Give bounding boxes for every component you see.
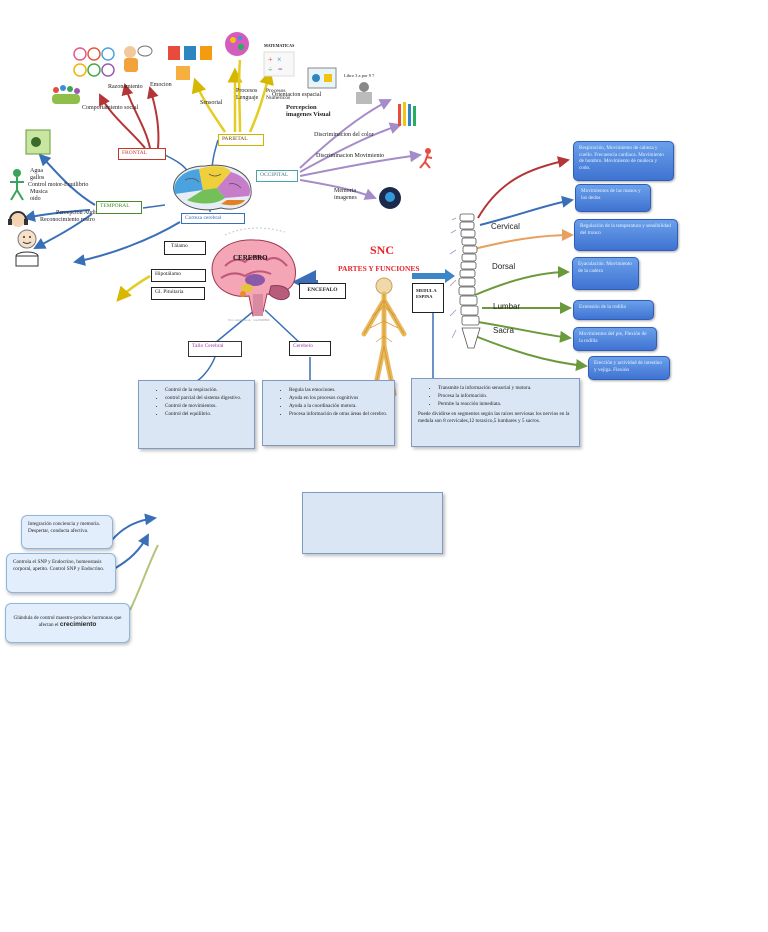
temporal-reconocimiento-label: Reconocimiento rostro	[40, 217, 95, 223]
pituitaria-description-highlight: crecimiento	[59, 620, 97, 628]
talamo-description-box: Integración conciencia y memoria. Desper…	[21, 515, 113, 549]
sensory-hands-icon	[168, 46, 216, 86]
head-memory-icon	[378, 186, 402, 210]
tallo-function-item: Control de la respiración.	[165, 387, 248, 394]
running-figure-icon	[414, 146, 438, 172]
medula-functions-panel: Transmite la información sensorial y mot…	[411, 378, 580, 447]
spine-image	[448, 210, 488, 360]
temporal-lobe-box: TEMPORAL	[96, 201, 142, 214]
spine-box-sacra-2: Erección y actividad de intestino y veji…	[588, 356, 670, 380]
cerebro-label: CEREBRO	[233, 254, 268, 262]
cerebelo-function-item: Procesa información de otras áreas del c…	[289, 411, 388, 418]
orientation-chart-icon	[306, 66, 338, 94]
medula-note: Puede dividirse en segmentos según las r…	[418, 411, 570, 424]
cerebelo-functions-panel: Regula las emociones. Ayuda en los proce…	[262, 380, 395, 446]
spine-box-lumbar-1: Eyaculación. Movimiento de la cadera	[572, 257, 639, 290]
pituitaria-box: Gl. Pituitaria	[151, 287, 205, 300]
math-symbols-icon: + × ÷ =	[262, 48, 296, 78]
cerebelo-function-item: Ayuda a la coordinación motora.	[289, 403, 388, 410]
svg-text:=: =	[278, 65, 283, 74]
brain-sagittal-image	[205, 236, 301, 322]
color-pencils-icon	[396, 98, 418, 130]
tallo-function-item: Control del equilibrio.	[165, 411, 248, 418]
face-icon	[16, 228, 38, 250]
cortex-box: Corteza cerebral	[181, 213, 245, 224]
tallo-functions-panel: Control de la respiración. control parci…	[138, 380, 255, 449]
cerebelo-box: Cerebelo	[289, 341, 331, 356]
cerebelo-function-item: Ayuda en los procesos cognitivos	[289, 395, 388, 402]
occipital-memoria-label: Memoria imagenes	[334, 188, 357, 201]
frontal-comportamiento-label: Comportamiento social	[82, 105, 139, 111]
headphones-person-icon	[6, 208, 30, 232]
cerebelo-function-item: Regula las emociones.	[289, 387, 388, 394]
colorful-head-icon	[222, 30, 252, 58]
occipital-discriminacion-mov-label: Discriminacion Movimiento	[316, 153, 385, 159]
occipital-discriminacion-color-label: Discriminacion del color	[314, 132, 374, 138]
frontal-emocion-label: Emocion	[150, 82, 172, 88]
parietal-matematicas-label: MATEMATICAS	[264, 43, 295, 48]
group-people-icon	[50, 82, 82, 108]
temporal-percepcion-auditiva-label: Percepcion Auditiva	[56, 210, 105, 216]
tallo-cerebral-box: Tallo Cerebral	[188, 341, 242, 357]
snc-title: SNC	[370, 243, 395, 257]
spine-box-dorsal: Regulación de la temperatura y sensibili…	[574, 219, 678, 251]
brain-lobes-image	[165, 160, 257, 216]
parietal-procesos-lenguaje-label: Procesos Lenguaje	[236, 88, 259, 101]
pituitaria-description-text: Glándula de control maestro-produce horm…	[13, 615, 122, 628]
occipital-orientacion-label: Orientacion espacial	[272, 92, 322, 98]
medula-espinal-box: MEDUL A ESPINA	[412, 283, 444, 313]
pituitaria-description-box: Glándula de control maestro-produce horm…	[5, 603, 130, 643]
stick-figure-icon	[6, 168, 28, 202]
occipital-percepcion-label: Percepcion imagenes Visual	[286, 104, 331, 118]
frontal-lobe-box: FRONTAL	[118, 148, 166, 160]
temporal-musica-label: Musica	[30, 189, 48, 195]
nervous-system-figure	[356, 276, 412, 398]
frontal-razonamiento-label: Razonamiento	[108, 84, 143, 90]
parietal-sensorial-label: Sensorial	[200, 100, 223, 106]
parietal-procesos-numericos-label: Procesos Numericos	[266, 88, 291, 101]
svg-text:÷: ÷	[268, 65, 273, 74]
drum-icon	[14, 248, 40, 270]
tallo-function-item: Control de movimientos.	[165, 403, 248, 410]
spine-box-cervical-1: Respiración, Movimiento de cabeza y cuel…	[573, 141, 674, 181]
empty-panel	[302, 492, 443, 554]
svg-text:×: ×	[277, 55, 282, 64]
spine-box-sacra-1: Movimientos del pie, Flexión de la rodil…	[573, 327, 657, 351]
temporal-oido-label: oido	[30, 196, 41, 202]
temporal-agua-label: Agua	[30, 168, 43, 174]
cartoon-board-icon	[24, 128, 52, 158]
snc-subtitle: PARTES Y FUNCIONES	[338, 264, 420, 273]
medula-function-item: Transmite la información sensorial y mot…	[438, 385, 573, 392]
occipital-libro-label: Libro 3 a por 9 7	[344, 73, 375, 78]
spine-cervical-label: Cervical	[491, 222, 520, 231]
svg-text:+: +	[268, 55, 273, 64]
thinking-person-icon	[118, 42, 154, 78]
reading-person-icon	[350, 80, 378, 106]
parietal-lobe-box: PARIETAL	[218, 134, 264, 146]
hipotalamo-description-box: Controla el SNP y Endocrino, homeostasis…	[6, 553, 116, 593]
talamo-box: Tálamo	[164, 241, 206, 255]
temporal-gallos-label: gallos	[30, 175, 45, 181]
spine-sacra-label: Sacra	[493, 326, 514, 335]
spine-box-cervical-2: Movimientos de las manos y los dedos	[575, 184, 651, 212]
medula-function-item: Permite la reacción inmediata.	[438, 401, 573, 408]
temporal-control-label: Control motor-Equilibrio	[28, 182, 89, 188]
emotion-faces-icon	[72, 46, 120, 84]
occipital-lobe-box: OCCIPITAL	[256, 170, 298, 182]
brain-watermark: Foto: Alamy Stock · vsp23098899	[228, 318, 270, 322]
spine-lumbar-label: Lumbar	[493, 302, 521, 311]
spine-box-lumbar-2: Extensión de la rodilla	[573, 300, 654, 320]
hipotalamo-box: Hipotálamo	[151, 269, 206, 282]
spine-dorsal-label: Dorsal	[492, 262, 516, 271]
medula-function-item: Procesa la información.	[438, 393, 573, 400]
encefalo-box: ENCEFALO	[299, 283, 346, 299]
tallo-function-item: control parcial del sistema digestivo.	[165, 395, 248, 402]
